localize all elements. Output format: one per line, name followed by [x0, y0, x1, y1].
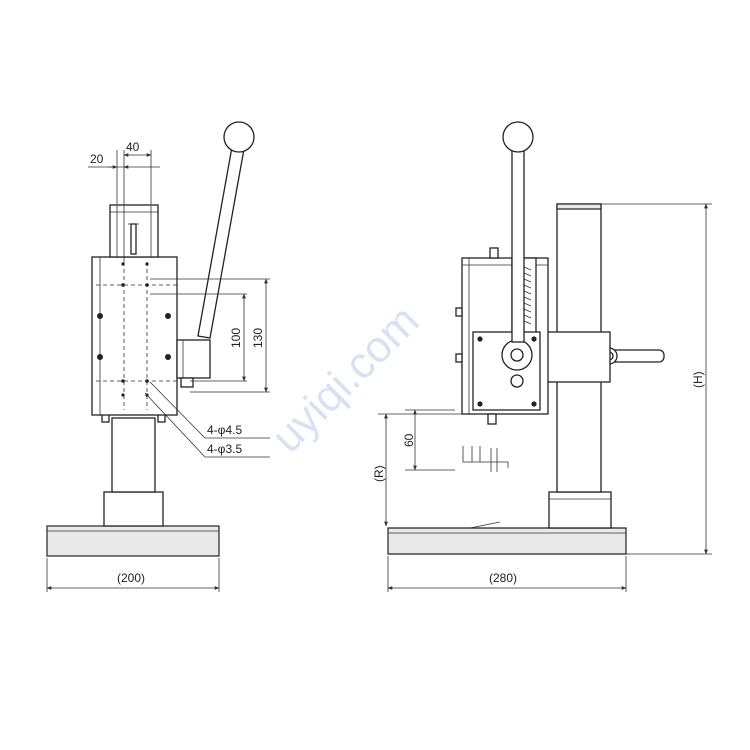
dim-40: 40 — [126, 140, 140, 154]
side-column-foot — [548, 491, 612, 529]
side-lever-knob — [502, 121, 534, 153]
dim-200: (200) — [117, 571, 145, 585]
side-base — [387, 527, 627, 555]
side-lever-arm — [511, 146, 525, 343]
dim-280: (280) — [489, 571, 517, 585]
side-clamp-arm — [539, 331, 611, 383]
dim-100: 100 — [229, 328, 243, 348]
dim-60: 60 — [402, 433, 416, 447]
front-view: 20 40 100 130 4-φ4.5 4-φ3.5 (200) — [46, 121, 270, 592]
front-lever-arm — [197, 146, 245, 339]
front-lever-knob — [223, 121, 255, 153]
side-view: 60 (R) (H) (280) — [372, 121, 712, 592]
holes-phi45: 4-φ4.5 — [207, 423, 242, 437]
holes-phi35: 4-φ3.5 — [207, 442, 242, 456]
dim-r: (R) — [372, 465, 386, 482]
front-base — [46, 525, 220, 557]
front-head-body — [91, 256, 178, 416]
front-column — [111, 417, 156, 493]
dim-h: (H) — [691, 371, 705, 388]
dim-130: 130 — [251, 328, 265, 348]
front-pivot-housing — [176, 339, 211, 379]
front-column-foot — [103, 491, 164, 527]
dim-20: 20 — [90, 152, 104, 166]
